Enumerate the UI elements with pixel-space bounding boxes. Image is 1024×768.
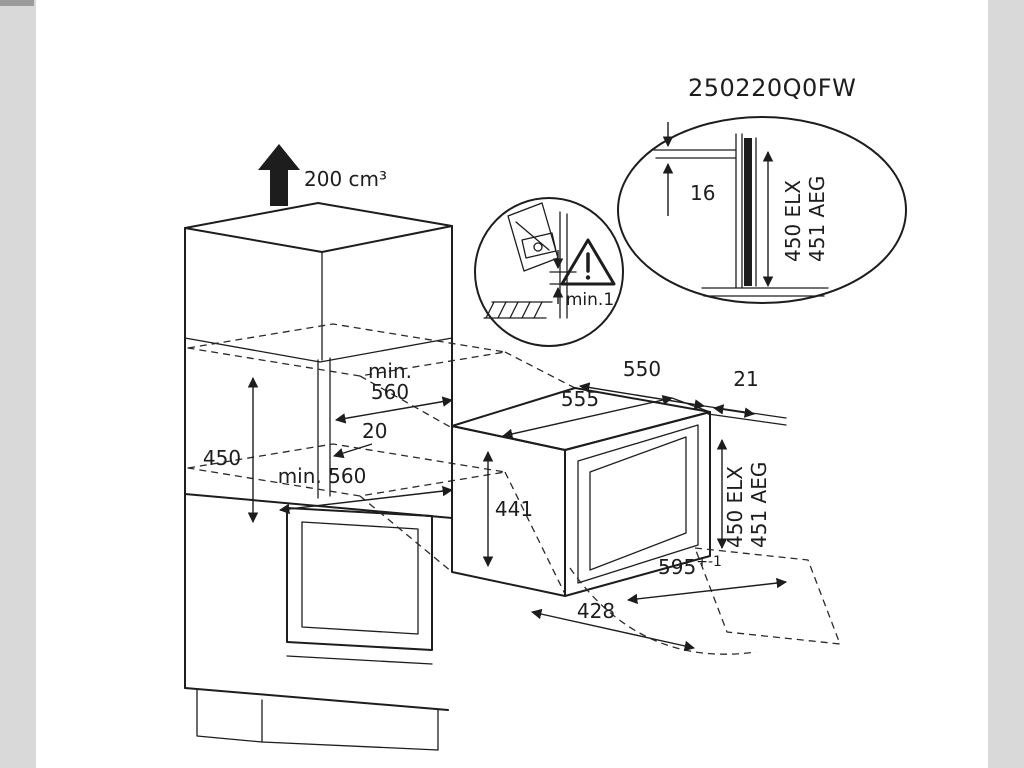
niche-width-arrow: [278, 485, 454, 515]
microwave-dimensions: 550 21 555 441 450 ELX 451 AEG 595+-1 42…: [482, 357, 788, 652]
left-edge-bar: [0, 0, 36, 768]
cabinet-dimensions: 450 min. 560 20 min. 560: [203, 359, 454, 524]
niche-top-front-edge: [184, 337, 321, 363]
microwave-door-window: [589, 436, 687, 571]
cabinet-bottom-edge: [184, 687, 449, 711]
hinge-bracket: [521, 232, 557, 259]
microwave-drawing: [451, 387, 841, 655]
height-label: 441: [495, 497, 533, 521]
shelf-gap-arrow: [332, 443, 373, 459]
oven-door-outline: [286, 507, 433, 651]
rear-gap-label: 21: [733, 367, 758, 391]
ventilation-volume-label: 200 cm³: [304, 167, 387, 191]
niche-bottom-plane-hidden: [187, 443, 506, 497]
niche-height-elx-label: 450 ELX: [723, 466, 747, 548]
hinge-detail-circle: [474, 197, 624, 347]
warning-triangle-icon: [560, 238, 616, 286]
oven-door-window: [301, 521, 419, 635]
door-width-label: 595+-1: [658, 554, 722, 579]
rear-gap-arrow: [712, 404, 756, 418]
niche-height-label: 450: [203, 446, 241, 470]
tall-cabinet-drawing: [184, 202, 576, 751]
panel-height-aeg-label: 451 AEG: [805, 176, 829, 262]
niche-top-plane-hidden: [187, 323, 506, 377]
niche-depth-label-line2: 560: [371, 380, 409, 404]
door-open-depth-arrow: [530, 608, 696, 652]
width-arrow: [501, 394, 674, 440]
hinge-pin: [533, 242, 543, 252]
panel-cross-section: [744, 138, 752, 286]
wall-hatching: [485, 301, 543, 319]
niche-width-label: min. 560: [278, 464, 367, 488]
door-width-arrow: [626, 577, 788, 605]
cabinet-top-face: [184, 202, 453, 253]
corner-mark: [0, 0, 34, 6]
niche-depth-label-line1: min.: [368, 359, 412, 383]
door-open-depth-label: 428: [577, 599, 615, 623]
model-number: 250220Q0FW: [688, 74, 856, 102]
width-label: 555: [561, 387, 599, 411]
niche-height-aeg-label: 451 AEG: [747, 462, 771, 548]
panel-detail-circle: [617, 116, 907, 304]
panel-offset-label: 16: [690, 181, 715, 205]
right-edge-bar: [988, 0, 1024, 768]
min-clearance-label: min.1: [566, 290, 614, 310]
hinge-detail-bubble: min.1: [474, 197, 624, 347]
open-door-projection: [694, 547, 841, 645]
panel-detail-bubble: 16 450 ELX 451 AEG: [617, 116, 907, 304]
niche-depth-arrow: [334, 396, 454, 424]
depth-label: 550: [623, 357, 661, 381]
ventilation-arrow-icon: [258, 144, 300, 206]
shelf-gap-label: 20: [362, 419, 387, 443]
panel-height-elx-label: 450 ELX: [781, 180, 805, 262]
